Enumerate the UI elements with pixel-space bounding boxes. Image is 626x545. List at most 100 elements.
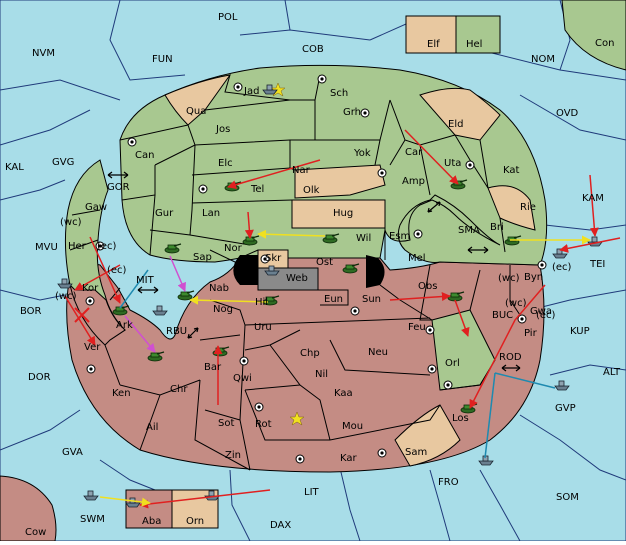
label-nor: Nor [224,243,243,254]
province-aba[interactable] [125,489,173,529]
label-nvm: NVM [32,48,55,59]
province-borders [69,74,521,471]
label-hug: Hug [333,208,353,219]
supply-center-icon [233,82,243,92]
label-swm: SWM [80,514,105,525]
label-esm: Esm [389,231,410,242]
label-hil: Hil [255,297,268,308]
province-hel[interactable] [455,15,501,54]
supply-center-icon [443,380,453,390]
label-nar: Nar [292,165,311,176]
label-ec-gwa: (ec) [536,310,556,321]
province-eld[interactable] [419,87,501,141]
label-neu: Neu [368,347,388,358]
label-skr: Skr [265,253,282,264]
label-kal: KAL [5,162,24,173]
label-ken: Ken [112,388,131,399]
label-elf: Elf [427,39,440,50]
supply-center-icon [295,454,305,464]
label-wil: Wil [356,233,371,244]
province-olk[interactable] [294,164,386,199]
supply-center-icon [239,356,249,366]
province-sam[interactable] [394,404,461,467]
label-wc-gvg: (wc) [60,217,82,228]
supply-center-icon [425,325,435,335]
supply-center-icon [85,296,95,306]
label-chp: Chp [300,348,320,359]
label-ail: Ail [146,422,158,433]
label-orn: Orn [186,516,204,527]
label-qwi: Qwi [233,373,252,384]
label-rbu: RBU [166,326,187,337]
label-alt: ALT [603,367,621,378]
label-jad: Jad [243,86,259,97]
label-gur: Gur [155,208,174,219]
label-grh: Grh [343,107,361,118]
label-gor: GOR [107,182,130,193]
label-eun: Eun [324,294,343,305]
label-ver: Ver [84,342,101,353]
supply-center-icon [198,184,208,194]
label-fro: FRO [438,477,459,488]
label-rie: Rie [520,202,536,213]
label-jos: Jos [215,124,230,135]
province-orn[interactable] [171,489,219,529]
label-cob: COB [302,44,324,55]
supply-center-icon [413,229,423,239]
label-gaw: Gaw [85,202,107,213]
label-cow: Cow [25,527,46,538]
supply-center-icon [350,306,360,316]
label-ec-her: (ec) [97,241,117,252]
label-nil: Nil [315,369,328,380]
label-nab: Nab [209,283,229,294]
label-pir: Pir [524,328,538,339]
label-feu: Feu [408,322,426,333]
label-buc: BUC [492,310,513,321]
label-ark: Ark [116,320,133,331]
label-tei: TEI [589,259,605,270]
label-hel: Hel [466,39,482,50]
label-sun: Sun [362,294,381,305]
label-chr: Chr [170,384,188,395]
label-gwa: Gwa [530,306,552,317]
label-sap: Sap [193,252,212,263]
label-her: Her [68,241,87,252]
label-tel: Tel [250,184,264,195]
province-cow[interactable] [0,475,57,542]
province-qua[interactable] [164,74,232,126]
label-wc-buc: (wc) [505,298,527,309]
continent-west-red [69,283,126,346]
label-bri: Bri [490,222,504,233]
label-zin: Zin [225,450,241,461]
label-kam: KAM [582,193,604,204]
label-elc: Elc [218,158,233,169]
label-sam: Sam [405,447,427,458]
label-dor: DOR [28,372,51,383]
label-pol: POL [218,12,238,23]
province-rie[interactable] [487,185,536,231]
label-ec-tei: (ec) [552,262,572,273]
label-ec-mvu: (ec) [107,265,127,276]
destroyed-marker [74,307,90,323]
label-kor: Kor [82,283,99,294]
label-wc-byn: (wc) [498,273,520,284]
label-gvp: GVP [555,403,576,414]
label-wc-bor: (wc) [55,291,77,302]
supply-center-icon [360,108,370,118]
label-aba: Aba [142,516,161,527]
label-mel: Mel [408,253,426,264]
label-bar: Bar [204,362,222,373]
label-som: SOM [556,492,579,503]
label-olk: Olk [303,185,320,196]
label-byn: Byn [524,272,543,283]
province-ost-east [366,255,385,288]
supply-center-icon [537,260,547,270]
label-yok: Yok [353,148,371,159]
label-kaa: Kaa [334,388,353,399]
label-mvu: MVU [35,242,58,253]
supply-center-icon [427,364,437,374]
province-elf[interactable] [405,15,457,54]
land-labels: Elf Hel Jad Sch Qua Jos Grh Eld Can Yok … [68,39,556,527]
